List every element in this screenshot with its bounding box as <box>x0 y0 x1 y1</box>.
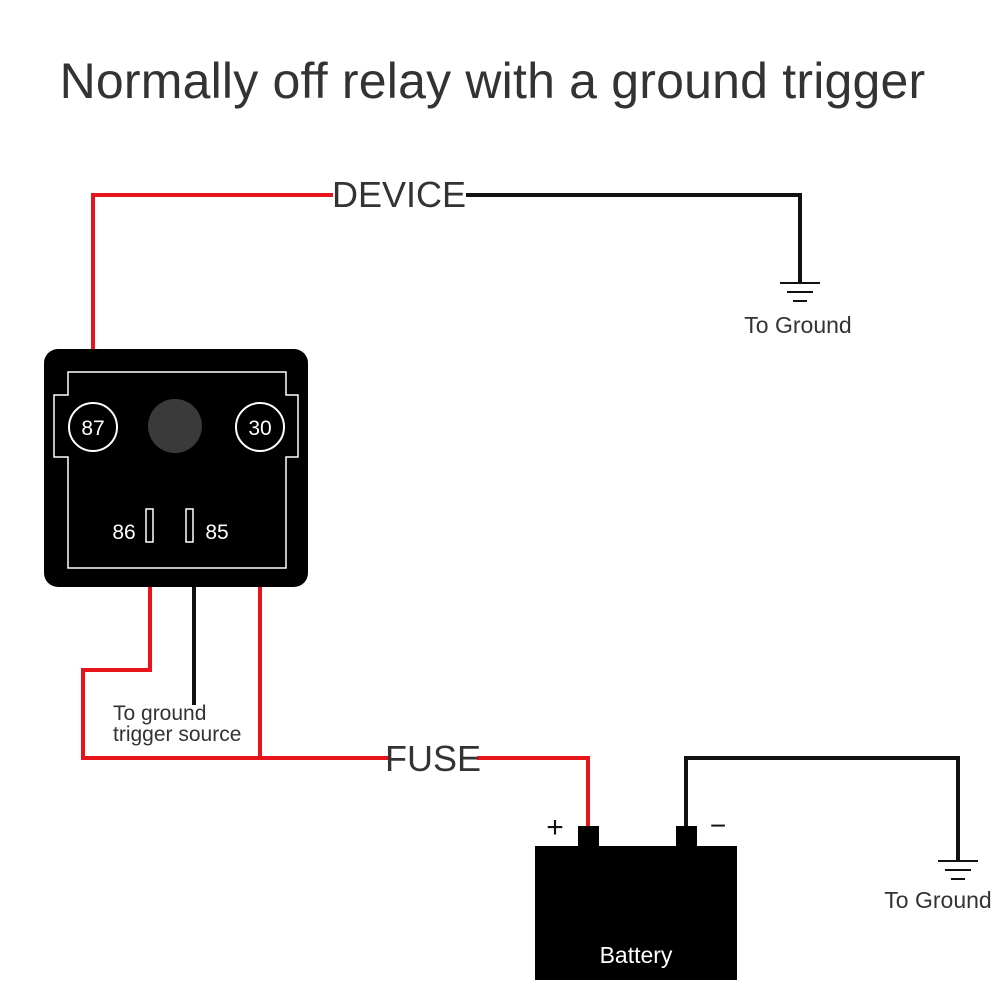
battery-label: Battery <box>600 942 673 968</box>
relay-outline <box>53 371 299 569</box>
relay-center-dot <box>148 399 202 453</box>
ground-label-right: To Ground <box>884 887 991 913</box>
battery-plus-sign: + <box>546 811 564 844</box>
battery: Battery + − <box>535 810 737 980</box>
ground-symbol-right <box>938 860 978 880</box>
pin-30-circle <box>235 402 285 452</box>
pin-86-label: 86 <box>112 521 135 544</box>
wire-battery-minus-to-ground <box>684 756 960 860</box>
trigger-label-line2: trigger source <box>113 723 241 746</box>
battery-terminal-minus <box>676 826 697 848</box>
trigger-label-line1: To ground <box>113 702 206 725</box>
wire-fuse-to-battery-plus <box>477 756 590 828</box>
relay: 87 30 86 85 <box>44 349 308 587</box>
device-label: DEVICE <box>332 174 466 215</box>
diagram-title: Normally off relay with a ground trigger <box>59 53 926 109</box>
wire-87-to-device <box>91 193 333 405</box>
battery-body <box>535 846 737 980</box>
ground-wires <box>192 193 960 860</box>
battery-terminal-plus <box>578 826 599 848</box>
pin-30-label: 30 <box>248 417 271 440</box>
wire-device-to-ground <box>466 193 802 282</box>
battery-minus-sign: − <box>710 810 726 841</box>
ground-label-top: To Ground <box>744 312 851 338</box>
ground-symbol-top <box>780 282 820 302</box>
wire-86-to-fuse <box>81 545 390 760</box>
fuse-label: FUSE <box>385 738 481 779</box>
pin-87-label: 87 <box>81 417 104 440</box>
pin-86-slot <box>145 508 154 543</box>
pin-85-slot <box>185 508 194 543</box>
relay-body <box>44 349 308 587</box>
pin-87-circle <box>68 402 118 452</box>
pin-85-label: 85 <box>205 521 228 544</box>
